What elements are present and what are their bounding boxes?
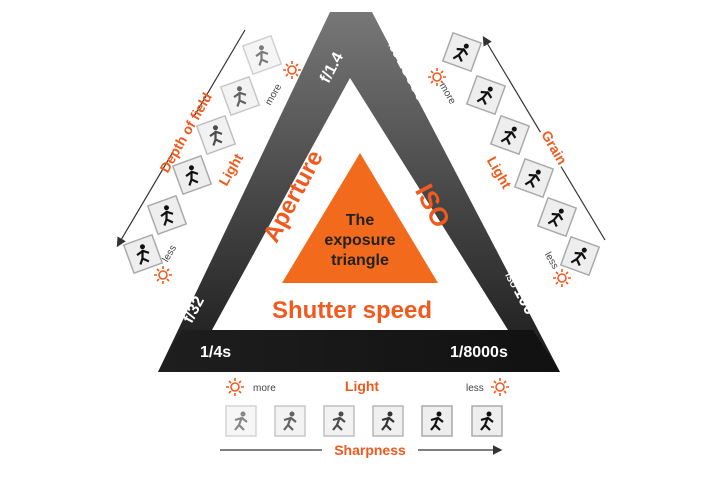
shutter-slow-label: 1/4s [200,344,231,361]
aperture-more-label: more [263,82,284,108]
shutter-more-label: more [253,383,276,394]
iso-less-label: less [542,250,560,271]
shutter-light-label: Light [345,378,380,394]
center-title-1: The [346,212,375,229]
center-title-3: triangle [331,252,389,269]
grain-icon [489,114,531,156]
depth-icon [171,154,213,196]
sun-icon [552,268,572,288]
aperture-light-label: Light [215,150,246,188]
depth-icon [146,194,188,236]
aperture-less-label: less [161,243,179,264]
grain-icon [559,235,601,277]
iso-light-label: Light [484,154,515,192]
sharpness-icon [371,404,405,438]
sun-icon [490,377,510,397]
sharpness-icon [273,404,307,438]
center-triangle [282,153,438,283]
grain-icon [465,74,507,116]
sun-icon [282,60,302,80]
grain-icon [536,196,578,238]
grain-icon [441,31,483,73]
sharpness-label: Sharpness [334,442,406,458]
depth-icon [122,233,164,275]
sharpness-icon [470,404,504,438]
shutter-fast-label: 1/8000s [450,344,508,361]
sharpness-icon [420,404,454,438]
sun-icon [225,377,245,397]
depth-icon [241,34,283,76]
shutter-speed-label: Shutter speed [272,297,432,324]
shutter-band [158,330,560,372]
center-title-2: exposure [324,232,395,249]
depth-icon [219,75,261,117]
sharpness-icon [224,404,258,438]
sharpness-icon [322,404,356,438]
shutter-less-label: less [466,383,484,394]
iso-more-label: more [437,81,458,107]
sun-icon [153,265,173,285]
